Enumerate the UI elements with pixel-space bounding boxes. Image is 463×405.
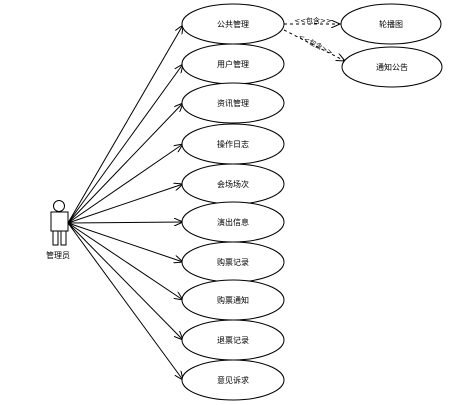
association-line	[67, 103, 183, 224]
use-case-label: 购票记录	[217, 257, 249, 267]
use-case: 购票通知	[181, 279, 285, 321]
included-use-case: 轮播图	[340, 3, 442, 45]
association-lines	[67, 25, 183, 380]
include-label: <<包含>>	[297, 32, 335, 57]
use-case: 会场场次	[181, 163, 285, 205]
use-case: 意见诉求	[181, 359, 285, 401]
association-line	[67, 222, 183, 380]
association-line	[67, 222, 183, 300]
use-case: 资讯管理	[181, 82, 285, 124]
use-case: 演出信息	[181, 201, 285, 243]
stick-figure-actor-icon	[50, 200, 69, 246]
use-case: 用户管理	[181, 43, 285, 85]
use-case-label: 退票记录	[217, 336, 249, 345]
use-case-label: 用户管理	[217, 59, 249, 69]
association-line	[67, 222, 183, 223]
use-case-label: 演出信息	[217, 217, 249, 227]
association-line	[67, 144, 183, 224]
use-case: 操作日志	[181, 123, 285, 165]
association-line	[67, 184, 183, 224]
use-case-label: 会场场次	[217, 179, 249, 189]
use-case: 退票记录	[181, 319, 285, 361]
actor-label: 管理员	[46, 250, 70, 260]
include-relations: <<包含>> <<包含>>	[283, 16, 345, 61]
included-use-case-label: 轮播图	[379, 19, 403, 29]
use-case-label: 操作日志	[217, 139, 249, 149]
association-line	[67, 64, 183, 224]
included-use-case-label: 通知公告	[376, 62, 408, 72]
use-case-label: 意见诉求	[217, 375, 249, 385]
association-line	[67, 222, 183, 262]
actor: 管理员	[46, 200, 70, 260]
included-use-case: 通知公告	[341, 46, 443, 88]
include-label: <<包含>>	[294, 16, 332, 25]
association-line	[67, 222, 183, 340]
association-line	[67, 25, 183, 224]
use-case-label: 购票通知	[217, 295, 249, 305]
use-cases: 公共管理 用户管理 资讯管理 操作日志 会场场次 演出信息 购票记录 购票通知	[181, 3, 285, 401]
use-case-label: 公共管理	[217, 19, 249, 29]
use-case-label: 资讯管理	[217, 98, 249, 108]
included-use-cases: 轮播图 通知公告	[340, 3, 443, 88]
use-case: 公共管理	[181, 3, 285, 45]
use-case: 购票记录	[181, 241, 285, 283]
